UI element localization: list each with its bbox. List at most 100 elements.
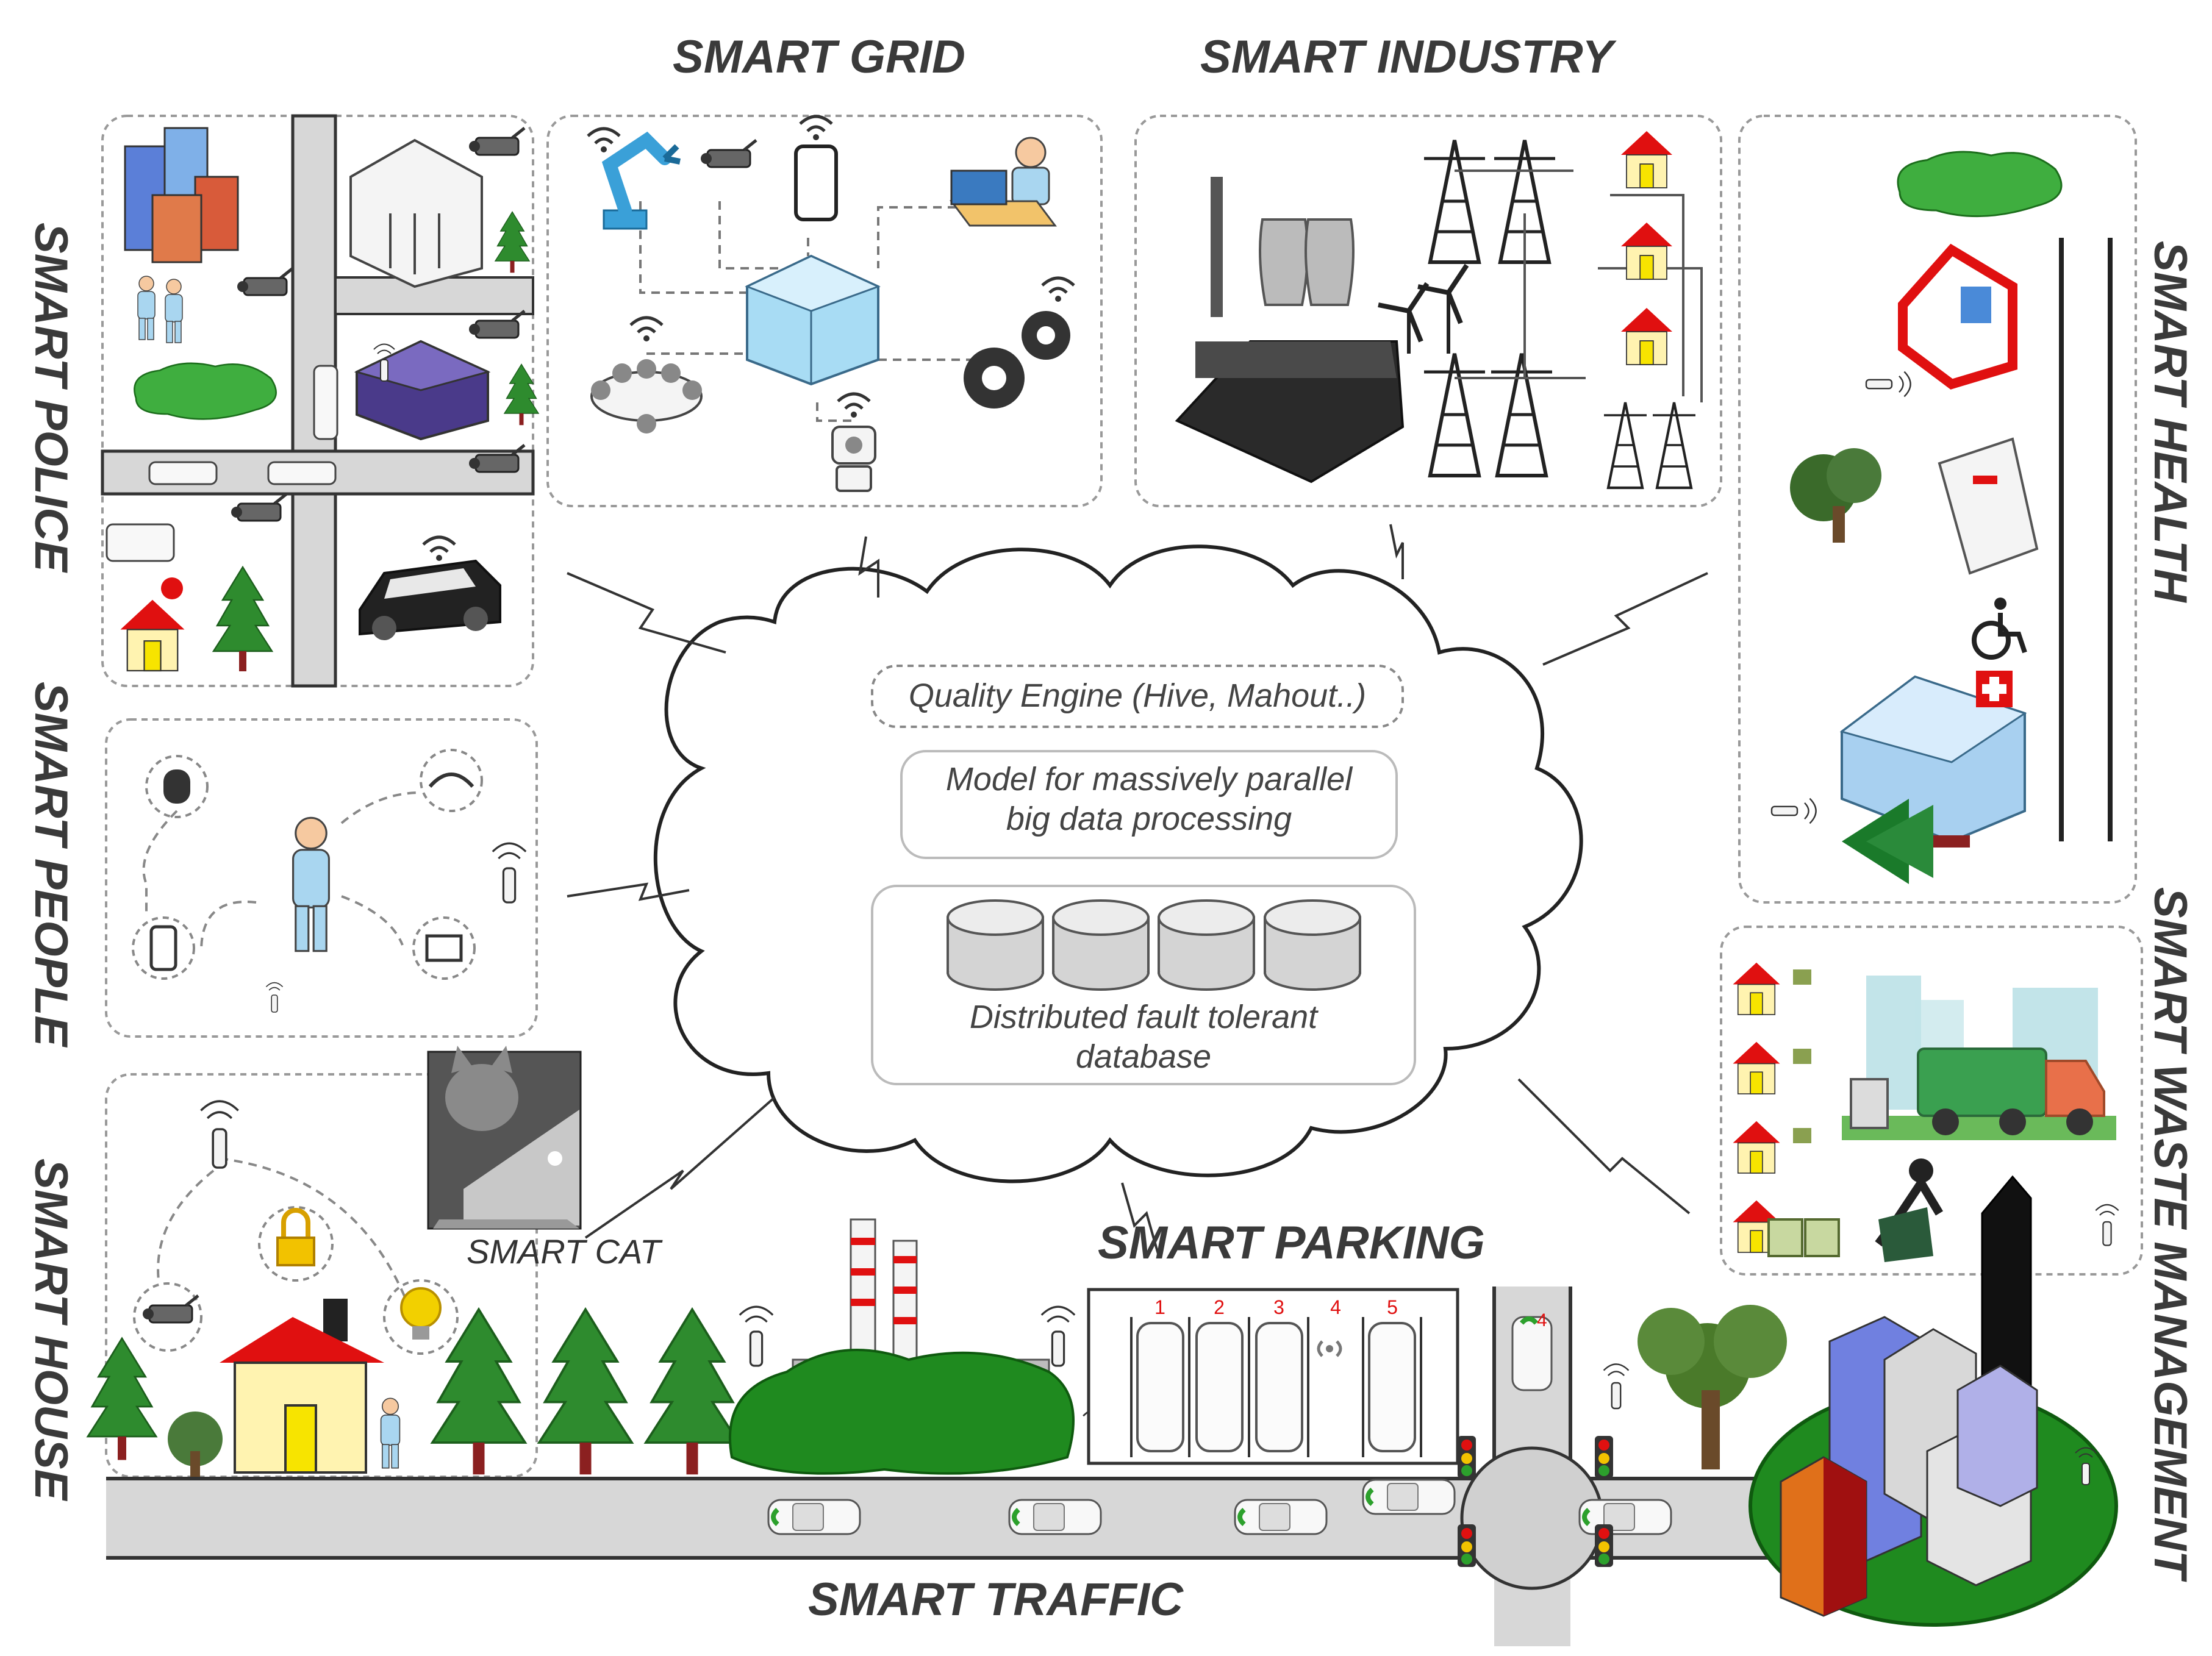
evergreen-tree-icon — [1842, 799, 1970, 884]
people-device-ring — [412, 916, 476, 980]
label-smart-waste-management: SMART WASTE MANAGEMENT — [2144, 887, 2196, 1579]
database-box — [871, 885, 1416, 1085]
database-cylinder-icon — [1158, 899, 1255, 991]
wifi-icon — [588, 129, 620, 152]
label-smart-police: SMART POLICE — [25, 223, 77, 572]
parking-slot-number: 4 — [1330, 1296, 1341, 1318]
people-device-ring — [132, 916, 195, 980]
vacant-slot-sensor-icon — [1317, 1340, 1342, 1357]
house-icon — [1732, 1041, 1781, 1094]
antenna-icon — [199, 1100, 240, 1169]
cloud-quality-engine-text: Quality Engine (Hive, Mahout..) — [908, 677, 1367, 714]
people-panel — [105, 718, 538, 1038]
house-icon — [1732, 962, 1781, 1015]
parking-slot-number: 2 — [1214, 1296, 1225, 1318]
traffic-light-icon — [1458, 1436, 1476, 1479]
smartwatch-icon — [163, 769, 190, 804]
wifi-icon — [631, 318, 662, 341]
cctv-camera-icon — [237, 268, 293, 295]
tree-icon — [495, 211, 530, 273]
transmission-tower-icon — [1491, 354, 1552, 476]
car-icon — [1580, 1500, 1671, 1534]
citizen-icon — [137, 276, 156, 340]
police-car-icon — [359, 559, 501, 640]
car-icon — [148, 461, 218, 485]
traffic-light-icon — [1595, 1436, 1613, 1479]
antenna-icon — [1603, 1363, 1630, 1410]
tree-icon — [87, 1337, 157, 1461]
cctv-camera-icon — [469, 128, 524, 155]
house-icon — [1620, 222, 1673, 280]
grid-connections — [639, 201, 1000, 422]
label-smart-house: SMART HOUSE — [25, 1158, 77, 1501]
waste-bin-icon — [1793, 1049, 1811, 1064]
bank-building-icon — [349, 138, 483, 288]
meeting-table-icon — [590, 359, 703, 434]
smartphone-icon — [794, 145, 838, 221]
sensor-icon — [1770, 798, 1817, 824]
wifi-icon — [423, 537, 455, 561]
laptop-user-icon — [950, 137, 1057, 227]
parking-slot-lines — [1130, 1317, 1422, 1457]
tree-icon — [538, 1308, 633, 1476]
cloud-shape — [653, 544, 1583, 1183]
wifi-icon — [800, 116, 832, 140]
industry-panel — [1134, 115, 1722, 507]
intersection-number: 4 — [1537, 1310, 1547, 1330]
alarm-siren-icon — [161, 577, 183, 599]
cctv-camera-icon — [701, 140, 756, 167]
skyscraper-icon — [124, 127, 239, 263]
label-smart-grid: SMART GRID — [673, 31, 965, 83]
cloud-db-line1: Distributed fault tolerant — [969, 999, 1318, 1035]
cctv-camera-icon — [231, 494, 287, 521]
clinic-house-icon — [1898, 243, 2017, 390]
person-icon — [292, 816, 330, 952]
cloud-model-line1: Model for massively parallel — [945, 761, 1353, 798]
label-smart-health: SMART HEALTH — [2144, 241, 2196, 602]
transmission-tower-icon — [1604, 402, 1647, 488]
traffic-light-icon — [1595, 1524, 1613, 1567]
robot-arm-icon — [601, 131, 681, 230]
wheelchair-icon — [1972, 598, 2027, 660]
cloud-db-line2: database — [1075, 1038, 1212, 1075]
oak-tree-icon — [1638, 1305, 1787, 1469]
parking-slot-number: 5 — [1387, 1296, 1398, 1318]
label-smart-industry: SMART INDUSTRY — [1200, 31, 1614, 83]
wifi-icon — [838, 394, 870, 418]
database-cylinder-icon — [947, 899, 1044, 991]
traffic-light-icon — [1458, 1524, 1476, 1567]
car-icon — [1363, 1480, 1455, 1514]
house-icon — [1620, 307, 1673, 365]
antenna-icon — [492, 842, 527, 904]
wireless-links — [567, 524, 1708, 1257]
cctv-camera-icon — [143, 1296, 198, 1322]
database-cylinder-icon — [1052, 899, 1150, 991]
database-cylinder-icon — [1264, 899, 1361, 991]
lock-icon — [276, 1208, 315, 1266]
robot-icon — [831, 426, 876, 492]
lock-ring — [258, 1206, 334, 1282]
bulb-ring — [383, 1279, 459, 1355]
antenna-icon — [265, 982, 284, 1013]
transmission-tower-icon — [1424, 354, 1485, 476]
industry-power-lines — [1455, 170, 1703, 402]
gears-icon — [964, 311, 1070, 409]
waste-bin-icon — [1793, 1128, 1811, 1143]
car-icon — [267, 461, 337, 485]
cctv-camera-icon — [469, 445, 524, 472]
garbage-truck-icon — [1917, 1047, 2105, 1135]
tree-icon — [1790, 448, 1881, 543]
police-station-icon — [354, 340, 491, 441]
cat-photo — [427, 1046, 582, 1230]
people-device-ring — [145, 755, 209, 818]
people-device-ring — [420, 749, 483, 812]
cloud-model-line2: big data processing — [1006, 801, 1292, 837]
hospital-building-icon — [1839, 671, 2027, 843]
phone-icon — [149, 925, 177, 971]
car-icon — [313, 365, 338, 440]
power-plant-icon — [1175, 177, 1405, 484]
trash-can-icon — [1850, 1078, 1889, 1129]
parking-slot-number: 3 — [1273, 1296, 1284, 1318]
ambulance-icon — [1938, 437, 2039, 575]
model-box — [900, 750, 1398, 859]
